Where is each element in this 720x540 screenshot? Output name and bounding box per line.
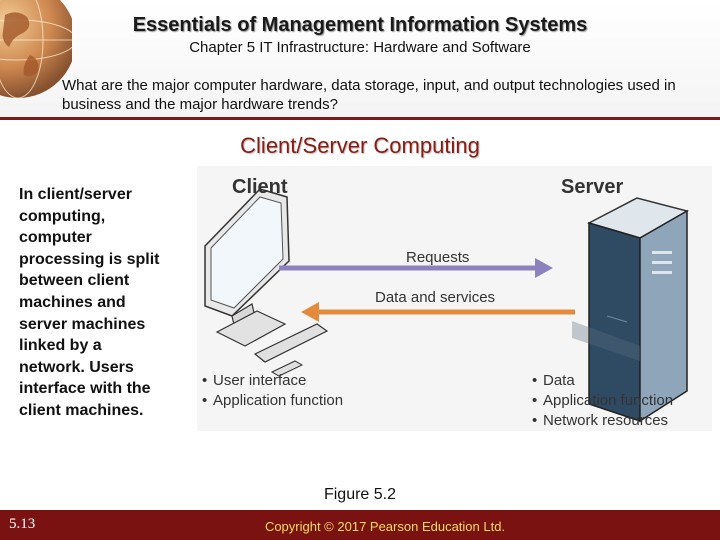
header-divider xyxy=(0,117,720,120)
server-bullet: Data xyxy=(543,372,575,389)
requests-arrow xyxy=(279,258,553,278)
page-number: 5.13 xyxy=(9,516,36,532)
requests-label: Requests xyxy=(406,249,469,266)
server-bullet: Application function xyxy=(543,392,673,409)
client-bullet: Application function xyxy=(213,392,343,409)
slide-title: Essentials of Management Information Sys… xyxy=(132,14,588,36)
bullet-dot: • xyxy=(202,372,207,389)
bullet-dot: • xyxy=(532,392,537,409)
client-bullet: User interface xyxy=(213,372,306,389)
chapter-subtitle: Chapter 5 IT Infrastructure: Hardware an… xyxy=(189,39,531,56)
copyright-text: Copyright © 2017 Pearson Education Ltd. xyxy=(264,519,506,534)
section-title: Client/Server Computing xyxy=(240,133,480,158)
server-label: Server xyxy=(561,176,623,198)
description-text: In client/server computing, computer pro… xyxy=(19,186,160,419)
bullet-dot: • xyxy=(202,392,207,409)
client-server-diagram: Client Server Requests Data and services… xyxy=(197,166,712,431)
data-services-arrow xyxy=(301,302,575,322)
figure-caption: Figure 5.2 xyxy=(323,486,397,503)
client-computer-icon xyxy=(204,188,329,377)
client-label: Client xyxy=(232,176,288,198)
server-computer-icon xyxy=(572,197,689,423)
slide-footer: 5.13 Copyright © 2017 Pearson Education … xyxy=(0,510,720,540)
learning-objective-question: What are the major computer hardware, da… xyxy=(62,77,676,113)
bullet-dot: • xyxy=(532,372,537,389)
slide-header: Essentials of Management Information Sys… xyxy=(0,0,720,118)
bullet-dot: • xyxy=(532,412,537,429)
data-services-label: Data and services xyxy=(375,289,495,306)
server-bullet: Network resources xyxy=(543,412,668,429)
globe-icon xyxy=(0,0,72,118)
